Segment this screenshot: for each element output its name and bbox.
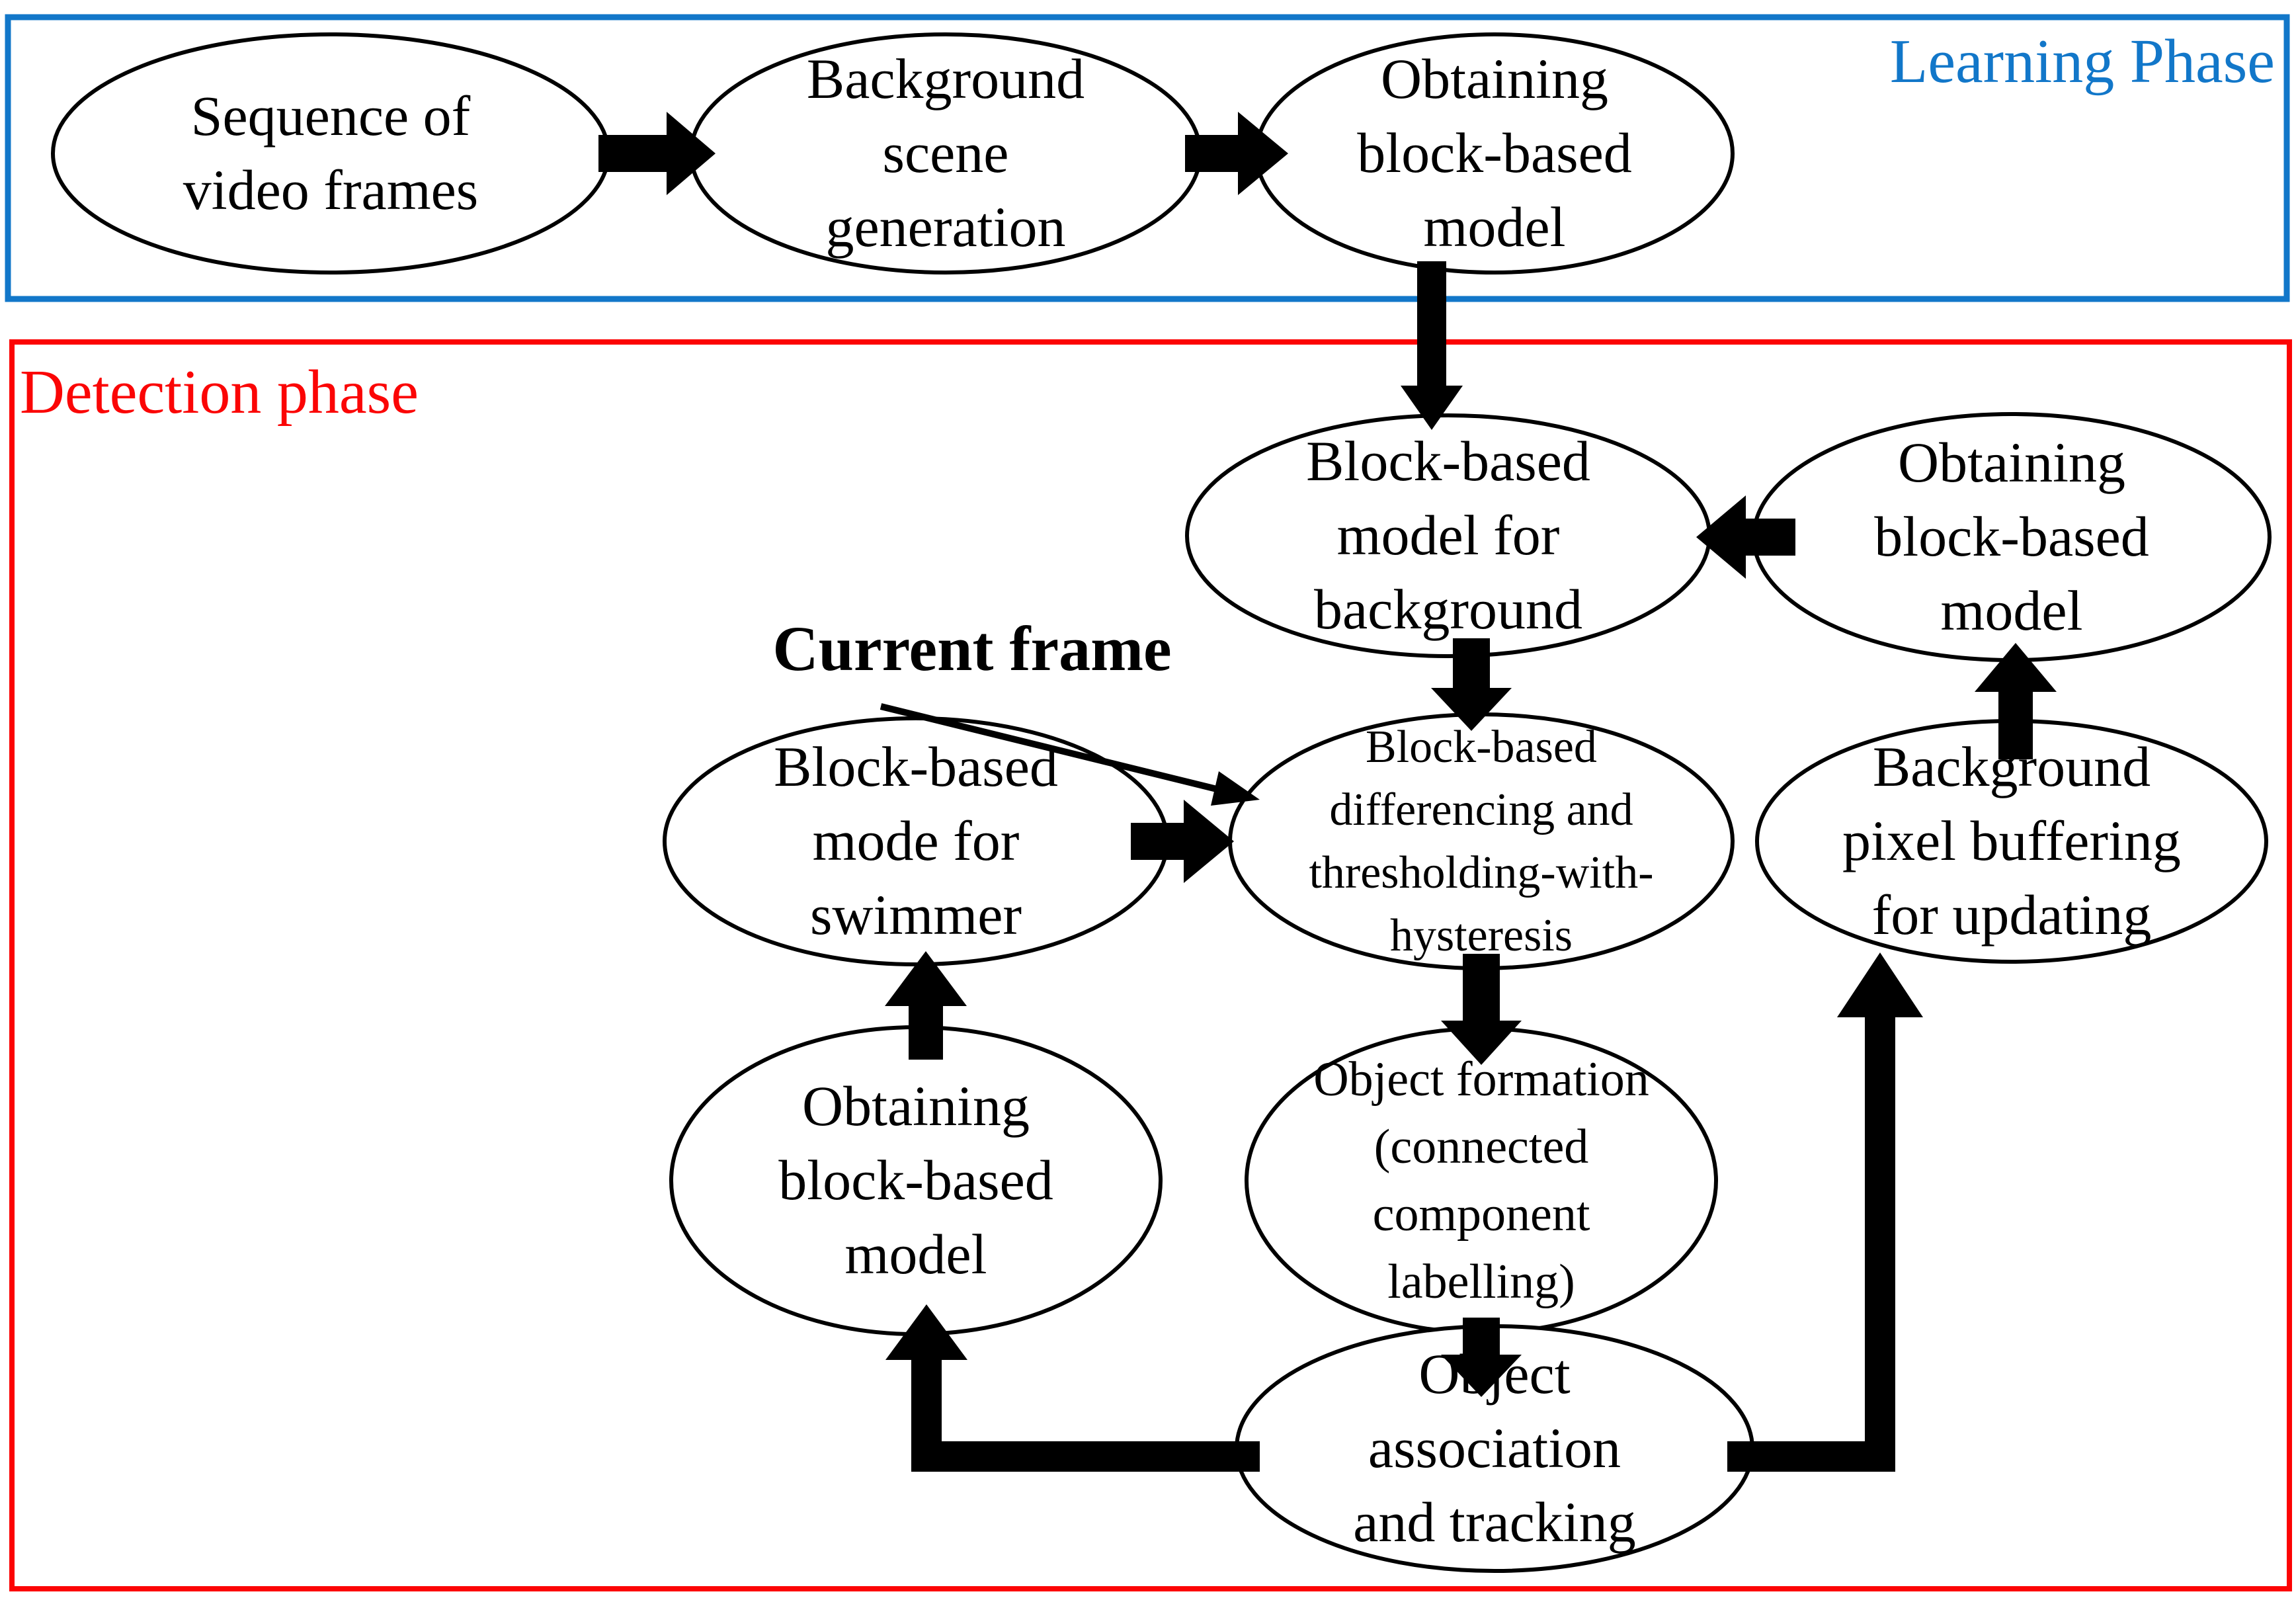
arrow-formation-to-association-icon xyxy=(1441,1318,1522,1397)
learning-phase-box xyxy=(5,14,2290,302)
elbow-left-horizontal-icon xyxy=(911,1441,1260,1472)
node-object-formation xyxy=(1245,1027,1718,1335)
arrow-background-model-to-differencing-icon xyxy=(1431,638,1512,731)
elbow-right-vertical-icon xyxy=(1865,1011,1895,1472)
node-background-scene-generation xyxy=(689,32,1202,274)
detection-phase-box xyxy=(9,339,2292,1591)
current-frame-label: Current frame xyxy=(772,613,1172,684)
arrow-learning-to-detection-icon xyxy=(1401,261,1463,430)
node-block-based-differencing xyxy=(1228,712,1735,970)
node-sequence-video-frames xyxy=(51,32,610,274)
elbow-left-vertical-icon xyxy=(911,1353,942,1472)
node-obtaining-block-based-model-right xyxy=(1752,412,2272,662)
learning-phase-label: Learning Phase xyxy=(1889,27,2275,96)
node-obtaining-block-based-model-left xyxy=(669,1025,1163,1336)
arrow-scene-to-model-icon xyxy=(1185,112,1288,195)
node-block-based-model-for-background xyxy=(1185,413,1711,658)
current-frame-arrow-line-icon xyxy=(880,703,1218,792)
elbow-right-arrowhead-icon xyxy=(1837,952,1923,1017)
arrow-obtaining-left-to-swimmer-icon xyxy=(885,951,967,1060)
arrow-swimmer-to-differencing-icon xyxy=(1131,800,1234,883)
arrow-differencing-to-formation-icon xyxy=(1441,954,1522,1065)
arrow-frames-to-scene-icon xyxy=(598,112,716,195)
arrow-buffering-to-obtaining-right-icon xyxy=(1975,643,2057,759)
current-frame-arrowhead-icon xyxy=(1211,771,1260,806)
node-obtaining-block-based-model-learning xyxy=(1254,32,1735,274)
detection-phase-label: Detection phase xyxy=(20,358,419,427)
arrow-obtaining-to-background-model-icon xyxy=(1696,495,1795,579)
elbow-left-arrowhead-icon xyxy=(885,1304,967,1360)
